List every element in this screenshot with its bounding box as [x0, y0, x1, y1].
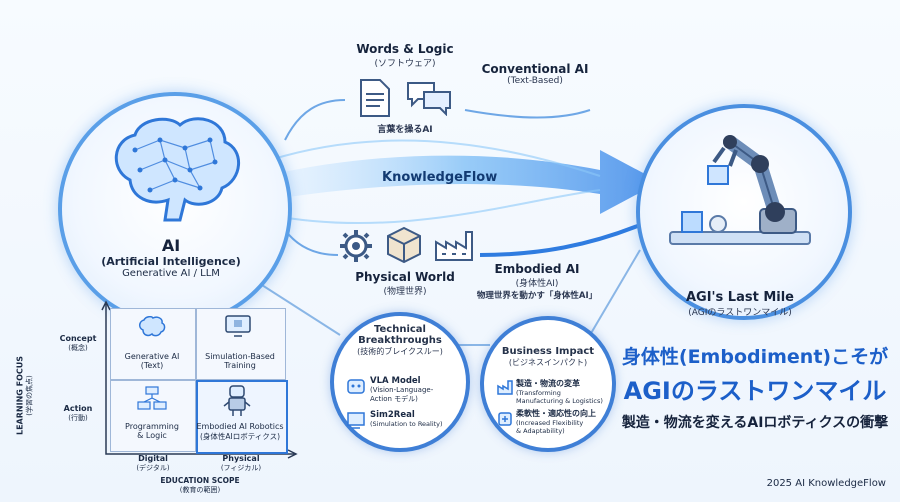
robot-mini-icon — [223, 385, 251, 416]
ai-title: AI — [161, 236, 181, 255]
headline-line-3: 製造・物流を変えるAIロボティクスの衝撃 — [621, 415, 889, 431]
lower-branch-line — [284, 229, 339, 256]
box-icon — [387, 226, 421, 264]
matrix-y-axis-label: LEARNING FOCUS (学習の焦点) — [8, 330, 34, 460]
x-physical: Physical — [222, 454, 260, 463]
cell-tl-1: Generative AI — [124, 352, 180, 361]
document-icon — [360, 79, 390, 117]
cell-bl-1: Programming — [125, 422, 179, 431]
embodied-arrow — [479, 223, 641, 257]
agi-sub: (AGIのラストワンマイル) — [688, 308, 792, 318]
knowledge-flow-label: KnowledgeFlow — [382, 170, 498, 185]
brain-icon — [114, 117, 241, 222]
y-action-sub: (行動) — [68, 414, 88, 422]
headline-line-2: AGIのラストワンマイル — [623, 377, 887, 405]
technical-title-2: Breakthroughs — [358, 335, 442, 346]
technical-title: Technical — [374, 324, 426, 335]
y-concept: Concept — [59, 334, 97, 343]
embodied-ai-sub: (身体性AI) — [515, 279, 559, 289]
footer-credit: 2025 AI KnowledgeFlow — [766, 478, 886, 489]
cell-bl-2: & Logic — [137, 431, 167, 440]
y-axis-sub: (学習の焦点) — [25, 375, 34, 416]
manufacturing-icon — [497, 380, 513, 395]
physical-world-title: Physical World — [355, 270, 455, 284]
agi-circle — [636, 104, 852, 320]
flowchart-icon — [137, 386, 167, 410]
business-item-1-sub-1: (Transforming — [516, 389, 561, 397]
x-axis-title: EDUCATION SCOPE — [160, 476, 240, 485]
technical-sub: (技術的ブレイクスルー) — [357, 347, 443, 356]
upper-branch-line — [284, 99, 346, 141]
conventional-arrow — [464, 109, 591, 119]
chat-bubbles-icon — [407, 82, 451, 116]
y-axis-title: LEARNING FOCUS — [15, 355, 25, 436]
cell-br-2: (身体性AIロボティクス) — [199, 432, 281, 441]
ai-subtitle: (Artificial Intelligence) — [101, 255, 241, 268]
business-item-2-sub-2: & Adaptability) — [516, 427, 565, 435]
words-logic-title: Words & Logic — [356, 42, 454, 56]
sim2real-title: Sim2Real — [370, 410, 415, 420]
simulation-screen-icon — [225, 315, 251, 337]
gear-icon — [340, 230, 372, 262]
cell-tr-2: Training — [224, 361, 256, 370]
business-item-1-title: 製造・物流の変革 — [516, 379, 580, 388]
physical-world-sub: (物理世界) — [383, 287, 427, 297]
factory-icon — [435, 231, 473, 261]
conventional-ai-title: Conventional AI — [481, 62, 589, 76]
brain-mini-icon — [139, 316, 166, 337]
business-item-2-sub-1: (Increased Flexibility — [516, 419, 584, 427]
y-action: Action — [63, 404, 93, 413]
cell-tl-2: (Text) — [140, 361, 164, 370]
robot-arm-icon — [669, 135, 811, 245]
flexibility-icon — [498, 412, 512, 426]
vla-robot-icon — [347, 379, 365, 394]
vla-sub-1: (Vision-Language- — [370, 386, 434, 394]
business-impact-circle — [480, 316, 616, 452]
x-digital: Digital — [138, 454, 168, 463]
sim2real-sub: (Simulation to Reality) — [370, 420, 443, 428]
headline-line-1: 身体性(Embodiment)こそが — [621, 346, 889, 368]
cell-tr-1: Simulation-Based — [205, 352, 275, 361]
agi-title: AGI's Last Mile — [685, 290, 794, 305]
vla-sub-2: Action モデル) — [370, 395, 418, 403]
business-item-1-sub-2: Manufacturing & Logistics) — [516, 397, 603, 405]
conventional-ai-sub: (Text-Based) — [507, 76, 563, 86]
words-logic-caption: 言葉を操るAI — [377, 125, 433, 135]
x-digital-sub: (デジタル) — [136, 464, 170, 472]
matrix-axes — [101, 300, 298, 459]
business-item-2-title: 柔軟性・適応性の向上 — [516, 409, 596, 418]
embodied-ai-title: Embodied AI — [494, 262, 580, 276]
knowledge-flow-band — [270, 150, 660, 214]
cell-br-1: Embodied AI Robotics — [196, 422, 284, 431]
ai-subtitle-2: Generative AI / LLM — [122, 268, 220, 279]
business-sub: (ビジネスインパクト) — [508, 358, 588, 367]
x-physical-sub: (フィジカル) — [220, 464, 262, 472]
embodied-ai-caption: 物理世界を動かす「身体性AI」 — [476, 291, 598, 301]
words-logic-sub: (ソフトウェア) — [374, 59, 436, 69]
vla-title: VLA Model — [370, 376, 421, 386]
y-concept-sub: (概念) — [68, 344, 88, 352]
business-title: Business Impact — [501, 346, 595, 357]
sim2real-icon — [347, 412, 365, 429]
x-axis-sub: (教育の範囲) — [179, 486, 221, 494]
